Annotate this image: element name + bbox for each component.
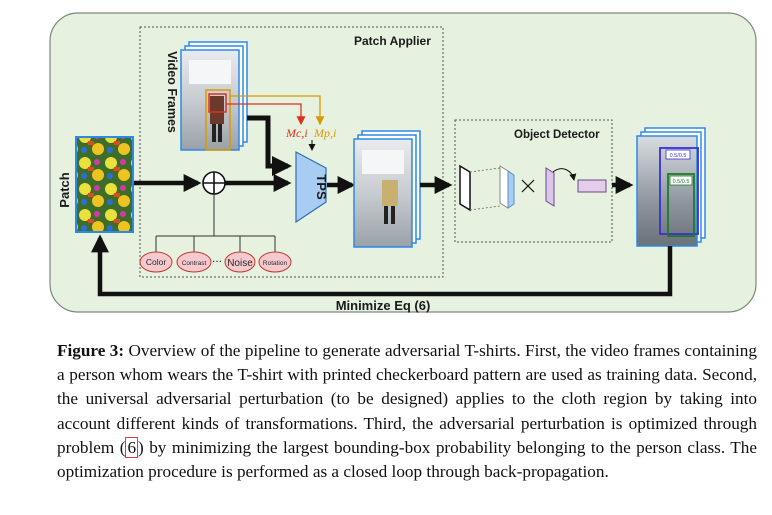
patch-image: [75, 136, 134, 233]
pipeline-diagram: Patch Patch Applier Video Frames Mc,i Mp…: [49, 12, 757, 313]
object-detector-label: Object Detector: [514, 129, 600, 141]
detection-score-2: 0.5/0.5: [673, 179, 690, 185]
frames-to-tps-arrow: [247, 115, 292, 176]
svg-text:Contrast: Contrast: [182, 260, 207, 267]
mc-connector: [226, 103, 306, 126]
transform-color: Color: [139, 251, 173, 273]
detector-network: [459, 164, 607, 212]
cloth-region-box-orange: [205, 89, 231, 151]
svg-text:Rotation: Rotation: [263, 260, 288, 267]
tps-block: TPS: [295, 151, 329, 224]
patched-frames-stack: [353, 130, 421, 248]
loop-label: Minimize Eq (6): [336, 298, 431, 313]
patch-label: Patch: [57, 172, 72, 207]
transform-tree: [155, 194, 276, 252]
caption-text-2: ) by minimizing the largest bounding-box…: [57, 437, 757, 482]
mc-label: Mc,i: [285, 126, 308, 140]
patch-applier-region: [139, 26, 444, 278]
svg-text:Color: Color: [146, 257, 166, 267]
mp-label: Mp,i: [313, 126, 336, 140]
object-detector-region: [454, 119, 613, 243]
figure-caption: Figure 3: Overview of the pipeline to ge…: [57, 339, 757, 484]
tps-label: TPS: [314, 174, 329, 200]
cloth-region-box-red: [208, 93, 227, 113]
patch-applier-label: Patch Applier: [354, 34, 431, 48]
detection-output-stack: 0.5/0.5 0.5/0.5: [636, 127, 706, 247]
video-frames-label: Video Frames: [165, 51, 179, 133]
equation-reference-link[interactable]: 6: [125, 436, 139, 458]
transform-rotation: Rotation: [258, 251, 292, 273]
caption-label: Figure 3:: [57, 341, 125, 360]
caption-text-1: Overview of the pipeline to generate adv…: [57, 341, 757, 457]
feedback-loop-arrow: [91, 234, 673, 297]
transform-noise: Noise: [224, 251, 256, 273]
svg-text:Noise: Noise: [227, 258, 253, 269]
video-frames-stack: [180, 41, 248, 151]
detection-score-1: 0.5/0.5: [670, 153, 687, 159]
mp-connector: [230, 95, 325, 126]
transform-ellipsis: ...: [212, 251, 222, 265]
transform-contrast: Contrast: [176, 251, 212, 273]
sum-operator: [202, 171, 226, 195]
